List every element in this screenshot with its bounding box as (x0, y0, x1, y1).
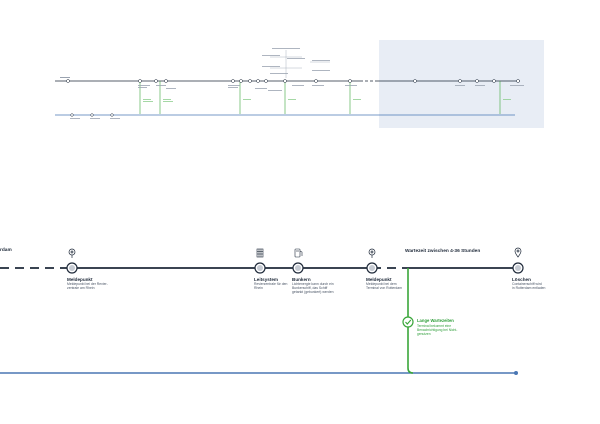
stop-desc: Containerschiff wird (512, 282, 542, 286)
stop-desc: Revierzentrale für den (254, 282, 288, 286)
stop-desc: Terminal von Rotterdam (366, 286, 402, 290)
stop-desc: Rhein (254, 286, 263, 290)
stop-title: Meldepunkt (67, 277, 93, 282)
overview-green-text (143, 99, 511, 102)
check-icon (405, 319, 412, 325)
stop-desc: zentrale am Rhein (67, 286, 95, 290)
overview-highlight-region (379, 40, 544, 128)
overview-text-placeholders (60, 48, 524, 119)
event-desc: genutzen (417, 332, 431, 336)
check-node (402, 316, 414, 328)
radar-icon (68, 248, 76, 258)
stop-title: Leitsystem (254, 277, 279, 282)
lower-timeline-end (514, 371, 518, 375)
stop-desc: Meldepunkt bei dem (366, 282, 397, 286)
stop-desc: getankt (gebunkert) werden (292, 290, 334, 294)
event-desc: Benachrichtigung bei Nicht- (417, 328, 458, 332)
stop-desc: Bunkerschiff, das Schiff (292, 286, 328, 290)
stop-desc: in Rotterdam entladen (512, 286, 546, 290)
event-desc: Terminal bekommt eine (417, 324, 452, 328)
event-title: Lange Wartezeiten (417, 318, 454, 323)
wait-time-label: Wartezeit zwischen 4-36 Stunden (405, 249, 481, 254)
pin-icon (514, 247, 522, 258)
grid-icon (256, 248, 264, 258)
overview-green-connectors (139, 81, 501, 114)
stop-desc: Meldepunkt bei der Revier- (67, 282, 108, 286)
overview-nodes (66, 79, 520, 117)
radar-icon (368, 248, 376, 258)
fuel-icon (294, 248, 303, 258)
stop-title: Löschen (512, 277, 531, 282)
stop-title: Bunkern (292, 277, 311, 282)
overview-tree-lines (270, 50, 330, 78)
stop-title: Meldepunkt (366, 277, 392, 282)
left-cut-label: rdam (0, 248, 12, 253)
stop-desc: Lichtenergie kann durch ein (292, 282, 334, 286)
green-connector (407, 268, 414, 374)
